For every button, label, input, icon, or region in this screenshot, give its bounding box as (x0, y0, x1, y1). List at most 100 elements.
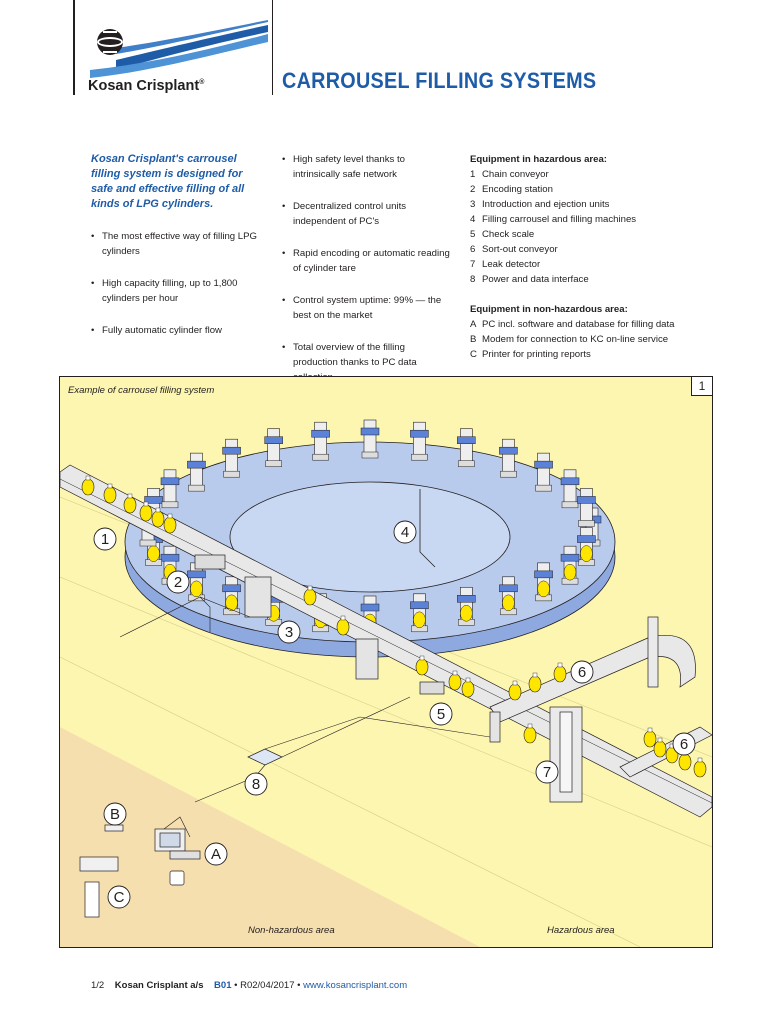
lpg-cylinder (336, 618, 350, 636)
filling-machine (222, 438, 241, 478)
lpg-cylinder (123, 496, 137, 514)
diagram-illustration: 1 2 3 4 5 6 6 7 8A B C (60, 377, 712, 947)
callout-7: 7 (535, 760, 559, 784)
encoding-station (194, 554, 226, 570)
nonhazardous-heading: Equipment in non-hazardous area: (470, 304, 628, 315)
header-divider-right (272, 0, 273, 95)
feature-bullet: High capacity filling, up to 1,800 cylin… (91, 276, 261, 306)
callout-8: 8 (244, 772, 268, 796)
lpg-cylinder (303, 588, 317, 606)
feature-bullet: Fully automatic cylinder flow (91, 323, 261, 338)
filling-machine (187, 452, 206, 492)
callout-label: 7 (543, 764, 551, 781)
features-column: High safety level thanks to intrinsicall… (282, 152, 452, 402)
hazardous-label: Hazardous area (547, 925, 615, 936)
filling-machine (499, 576, 518, 616)
lpg-cylinder (460, 605, 473, 622)
hazardous-heading: Equipment in hazardous area: (470, 154, 608, 165)
callout-label: 3 (285, 624, 293, 641)
footer-company: Kosan Crisplant a/s (114, 980, 204, 991)
lpg-cylinder (653, 740, 667, 758)
filling-machine (410, 593, 429, 633)
lpg-cylinder (81, 478, 95, 496)
lpg-cylinder (678, 753, 692, 771)
brand-name: Kosan Crisplant® (88, 78, 205, 94)
callout-6: 6 (570, 660, 594, 684)
callout-label: 8 (252, 776, 260, 793)
leak-detector (549, 706, 583, 803)
website-link[interactable]: www.kosancrisplant.com (303, 980, 408, 991)
lpg-cylinder (523, 726, 537, 744)
callout-2: 2 (166, 570, 190, 594)
office-equipment (79, 824, 201, 918)
filling-machine (360, 419, 380, 459)
callout-label: B (110, 806, 120, 823)
filling-machine (311, 421, 330, 461)
callout-1: 1 (93, 527, 117, 551)
callout-5: 5 (429, 702, 453, 726)
filling-machine (577, 488, 596, 527)
filling-machine (410, 421, 429, 461)
lpg-cylinder (163, 516, 177, 534)
lpg-cylinder (151, 510, 165, 528)
callout-label: C (114, 889, 125, 906)
callout-label: 6 (578, 664, 586, 681)
page-footer: 1/2 Kosan Crisplant a/s B01 • R02/04/201… (91, 980, 407, 991)
lpg-cylinder (461, 680, 475, 698)
filling-machine (560, 469, 580, 509)
feature-bullet: Control system uptime: 99% — the best on… (282, 293, 452, 323)
callout-c: C (107, 885, 131, 909)
lpg-cylinder (413, 611, 426, 629)
lpg-cylinder (448, 673, 462, 691)
callout-label: 4 (401, 524, 409, 541)
lpg-cylinder (415, 658, 429, 676)
figure-number: 1 (691, 377, 712, 396)
cabling (119, 596, 491, 838)
non-hazardous-label: Non-hazardous area (248, 925, 335, 936)
filling-machine (222, 576, 241, 616)
filling-machine (499, 438, 518, 478)
filling-machine (264, 428, 283, 467)
revision: • R02/04/2017 • (234, 980, 301, 991)
control-cabinet (489, 711, 501, 743)
lpg-cylinder (147, 545, 160, 562)
carrousel-center (229, 481, 511, 593)
lpg-cylinder (643, 730, 657, 748)
feature-bullet: High safety level thanks to intrinsicall… (282, 152, 452, 182)
callout-3: 3 (277, 620, 301, 644)
lpg-cylinder (508, 683, 522, 701)
intro-text: Kosan Crisplant's carrousel filling syst… (91, 153, 245, 210)
lpg-cylinder (537, 580, 550, 598)
lpg-cylinder (502, 594, 515, 612)
non-hazardous-area-background (60, 727, 480, 947)
filling-machine (457, 428, 476, 467)
filling-machine (534, 562, 553, 602)
feature-bullet: Rapid encoding or automatic reading of c… (282, 246, 452, 276)
document-code: B01 (214, 980, 232, 991)
lpg-cylinder (190, 580, 203, 598)
lpg-cylinder (693, 760, 707, 778)
lpg-cylinder (103, 486, 117, 504)
lpg-cylinders (81, 475, 707, 778)
control-cabinet (244, 576, 272, 618)
feature-bullet: Decentralized control units independent … (282, 199, 452, 229)
logo-swoosh-icon (90, 20, 268, 78)
filling-machine (560, 545, 580, 585)
filling-machine (577, 527, 596, 566)
sort-out-pole (647, 616, 659, 688)
control-cabinet (355, 638, 379, 680)
lpg-cylinder (580, 545, 593, 562)
lpg-cylinder (139, 504, 153, 522)
callout-label: 6 (680, 736, 688, 753)
callout-a: A (204, 842, 228, 866)
callout-label: 2 (174, 574, 182, 591)
